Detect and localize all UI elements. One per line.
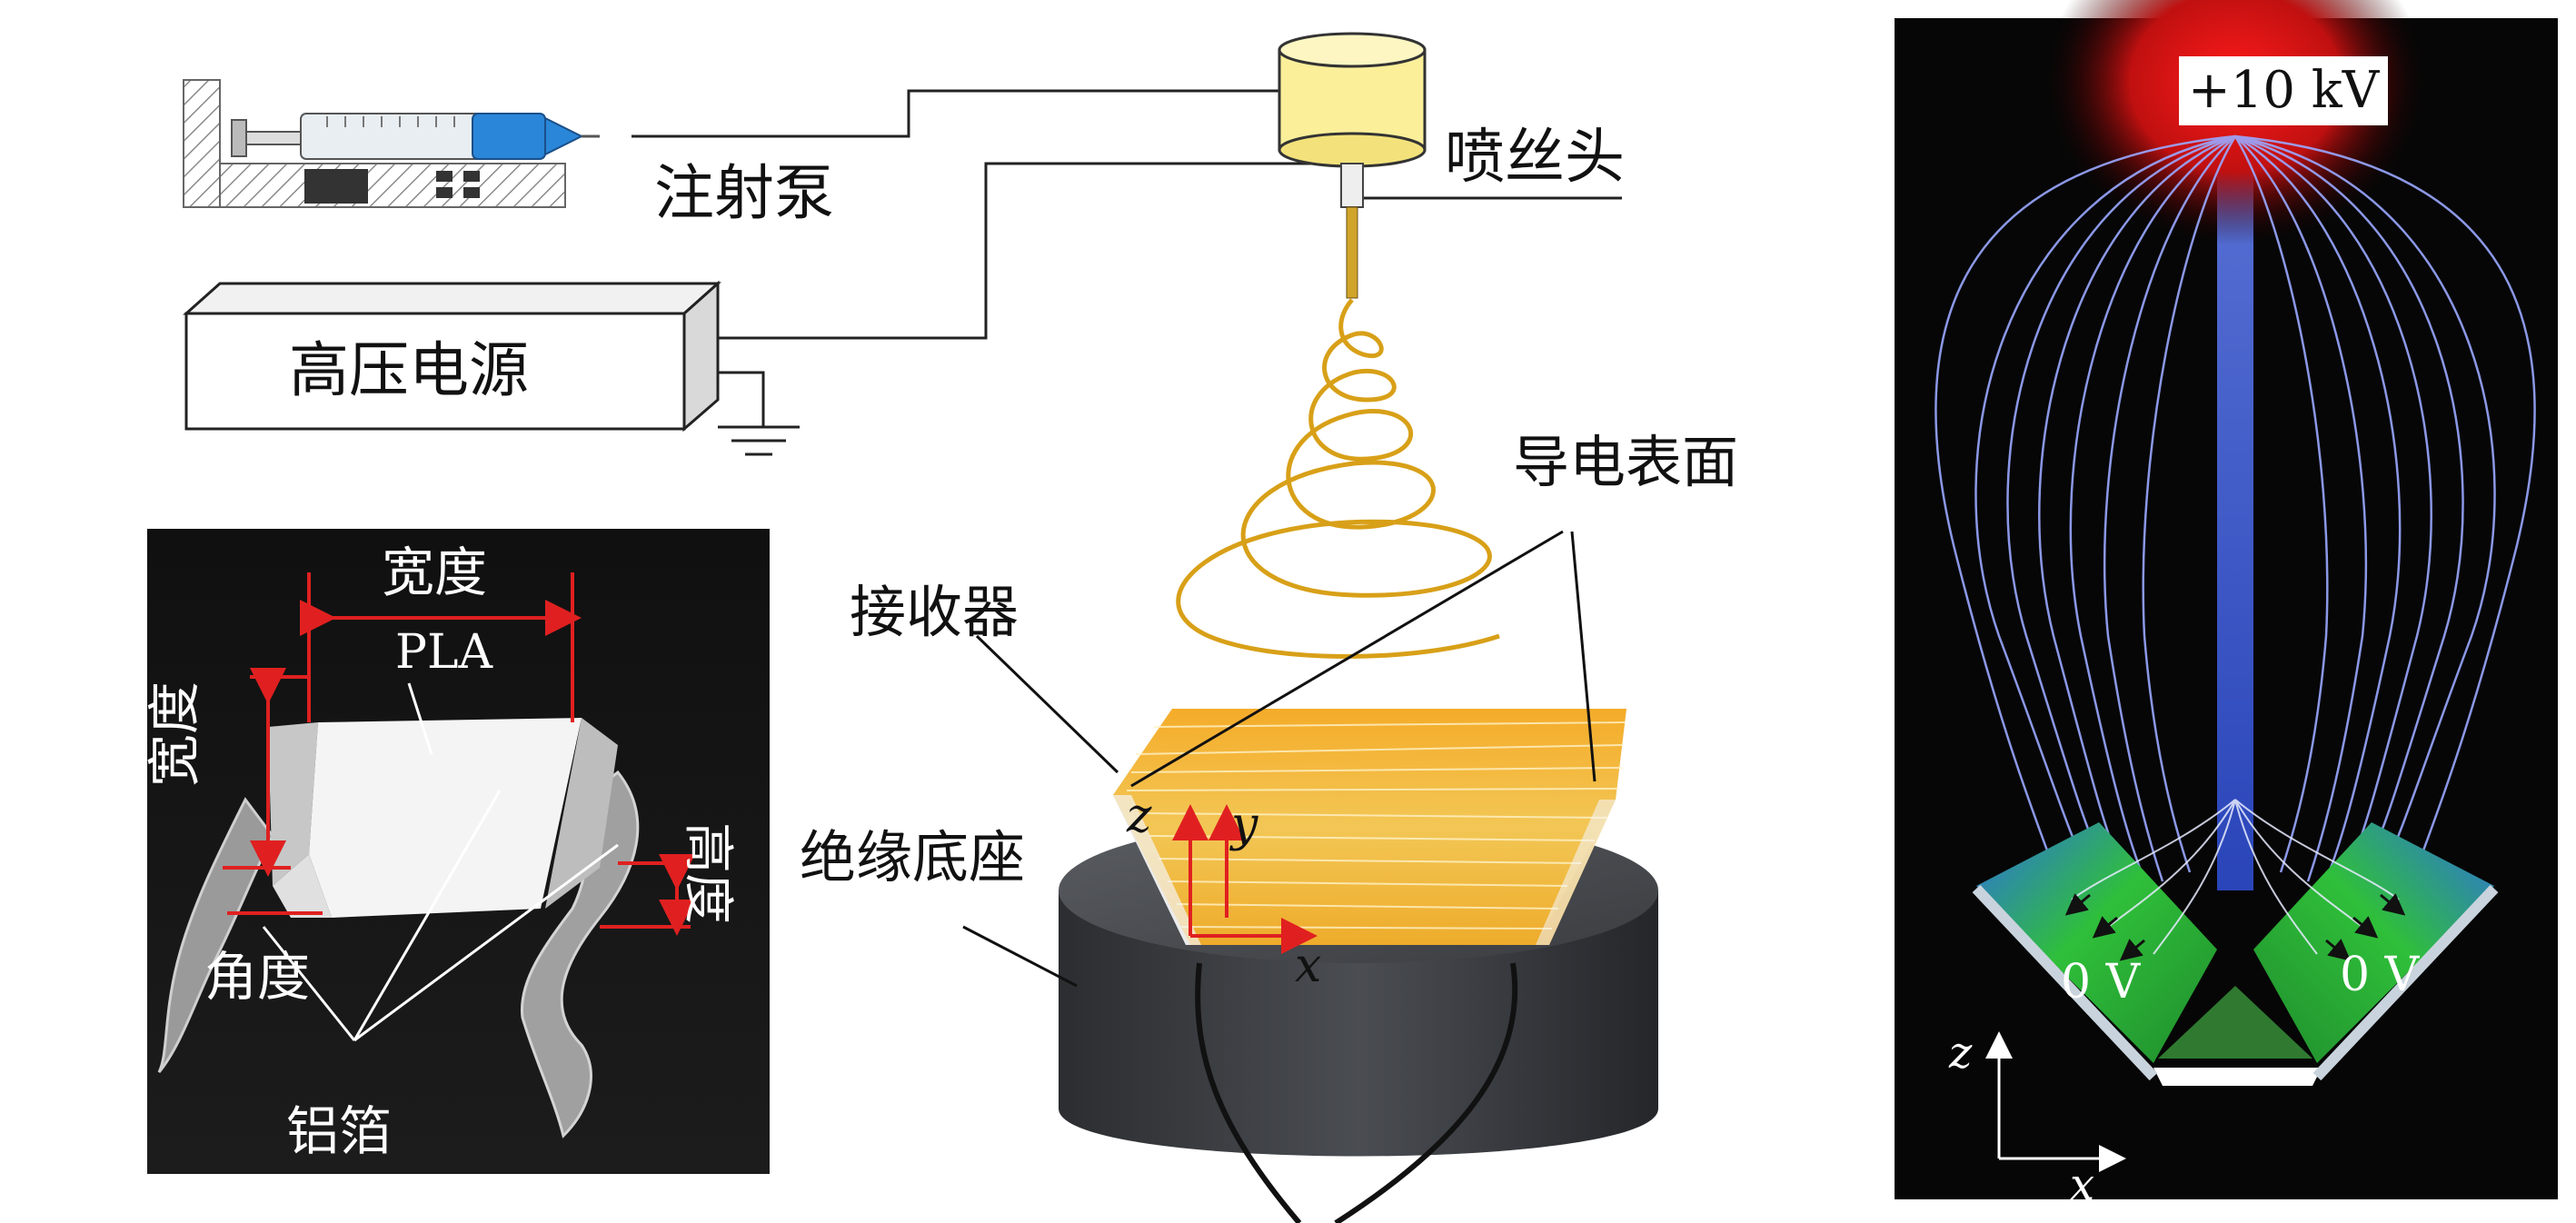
label-height: 高度 [678,822,737,924]
ground-symbol [718,425,800,456]
receiver-collector [1113,709,1626,945]
leader-lines [962,530,1596,988]
axis-label-x: x [1295,939,1321,993]
label-conductive-surface: 导电表面 [1513,429,1738,495]
label-foil: 铝箔 [286,1100,392,1162]
syringe-pump [183,79,600,208]
label-pla: PLA [395,625,494,680]
label-width-side: 宽度 [144,681,205,787]
label-hv-supply: 高压电源 [289,335,529,405]
label-voltage-right: 0 V [2340,948,2421,1002]
field-panel [1895,0,2558,1199]
label-receiver: 接收器 [850,579,1019,645]
photo-panel [147,529,770,1174]
label-voltage-left: 0 V [2061,955,2142,1009]
nozzle-head [1278,32,1427,299]
hv-supply-box [183,280,721,433]
label-width-top: 宽度 [382,542,487,603]
field-lines [1934,134,2536,882]
axis-label-x-right: x [2070,1159,2094,1210]
center-axes [1172,804,1318,954]
label-voltage-top: +10 kV [2188,61,2381,120]
wire-lines [632,89,1622,427]
label-syringe-pump: 注射泵 [654,158,834,228]
axis-label-z-right: z [1948,1028,1973,1079]
axis-label-z: z [1126,789,1152,843]
axis-label-y: y [1229,798,1258,852]
fiber-spiral [1176,298,1500,659]
label-nozzle: 喷丝头 [1445,122,1625,192]
label-angle: 角度 [204,946,310,1008]
label-insulating-base: 绝缘底座 [800,824,1025,890]
